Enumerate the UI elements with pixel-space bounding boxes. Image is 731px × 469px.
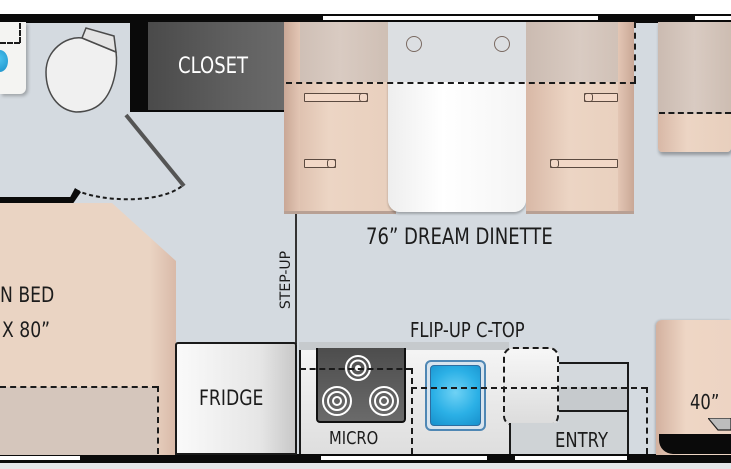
burner-icon-left [322,386,352,416]
step-up-line [295,214,297,344]
window-top-dinette [323,16,598,20]
dinette-dashed-line [286,82,636,84]
closet-label: CLOSET [178,54,249,79]
bed-label-line2: X 80” [2,318,51,342]
micro-dashed-line [300,368,412,370]
dinette-right-backrest [526,22,634,82]
bed-storage-dashed-line-v [157,386,159,454]
dinette-right-dashed-line [634,22,636,82]
bath-closet-wall [130,22,148,112]
buckle-icon [327,159,336,168]
buckle-icon [550,159,559,168]
table-leg-circle-left [406,36,422,52]
dinette-left-backrest [284,22,396,82]
table-leg-circle-right [494,36,510,52]
bed-partition-corner [66,188,81,205]
dinette-right-arm [618,22,634,214]
exterior-strip [0,463,731,469]
sink-dashed-line [0,42,20,44]
kitchen-sink-basin [430,365,481,426]
sink-dashed-line-v [19,23,21,43]
bed-partition-wall [0,197,72,205]
window-top-right [695,16,731,20]
micro-dashed-line-v [411,368,413,454]
bed [0,203,176,455]
dinette-table [388,82,526,212]
bed-label-line1: N BED [0,283,55,307]
window-bottom-left [0,456,80,460]
dinette-right-bench [526,82,634,214]
buckle-icon [584,93,593,102]
cab-seat-upper-dashed-line [659,112,731,114]
dinette-left-bench [284,82,396,214]
bath-wall-corner [130,92,148,112]
dinette-table-top [388,22,526,82]
micro-label: MICRO [329,428,379,449]
seatbelt-left-upper [304,93,368,102]
window-bottom-galley [321,456,487,460]
entry-dashed-line-v [646,387,648,454]
cab-seat-lower-base [659,434,731,454]
entry-step-lower [559,412,629,454]
bathroom-sink-basin-icon [0,50,8,72]
entry-dashed-line [411,387,647,389]
window-bottom-entry [515,456,627,460]
fridge: FRIDGE [175,342,297,455]
cab-seat-lower [656,320,731,455]
kitchen-sink [425,360,486,431]
entry-label: ENTRY [555,428,609,452]
fridge-label: FRIDGE [199,386,264,410]
dinette-left-arm [284,22,300,214]
seatbelt-left-lower [304,159,336,168]
step-up-label: STEP-UP [278,250,294,310]
dinette-label: 76” DREAM DINETTE [366,225,553,250]
seat-bracket-icon [708,418,731,431]
flip-up-countertop-label: FLIP-UP C-TOP [410,318,525,342]
cab-seat-label: 40” [690,390,720,414]
toilet-icon [45,27,118,113]
bathroom-door-swing [75,113,186,201]
seatbelt-right-upper [584,93,618,102]
cab-seat-upper-cushion [658,114,731,152]
seatbelt-right-lower [550,159,618,168]
buckle-icon [359,93,368,102]
bed-storage-dashed-line [0,386,158,388]
cab-seat-upper [658,22,731,152]
cab-seat-upper-back [658,22,731,114]
burner-icon-right [369,386,399,416]
closet: CLOSET [148,22,284,112]
dinette [284,22,634,214]
galley-counter-top [299,342,509,350]
